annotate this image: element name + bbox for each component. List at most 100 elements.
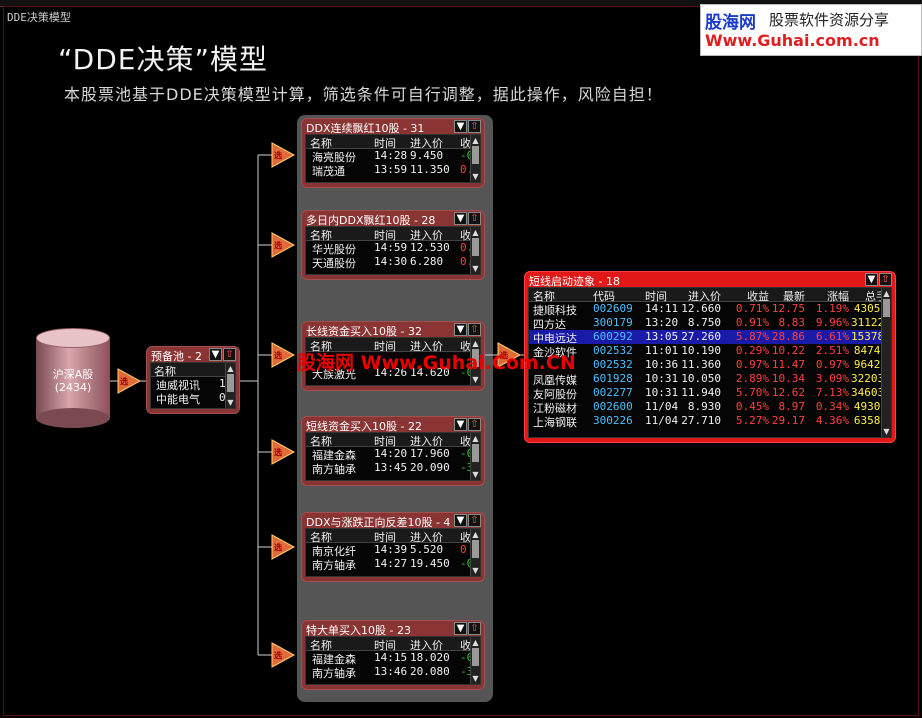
dropdown-icon[interactable]: ▼ xyxy=(454,323,467,336)
scroll-down-icon[interactable]: ▼ xyxy=(472,264,479,273)
up-arrow-icon[interactable]: ⇧ xyxy=(468,514,481,527)
scroll-up-icon[interactable]: ▲ xyxy=(472,530,479,539)
scrollbar-thumb[interactable] xyxy=(227,374,234,392)
scroll-down-icon[interactable]: ▼ xyxy=(883,427,890,436)
scrollbar-thumb[interactable] xyxy=(472,444,479,462)
panel-table[interactable]: 名称时间进入价收福建金森14:2017.960-0.南方轴承13:4520.09… xyxy=(305,432,481,481)
column-header: 进入价 xyxy=(410,435,443,448)
dropdown-icon[interactable]: ▼ xyxy=(454,212,467,225)
scrollbar-thumb[interactable] xyxy=(472,349,479,367)
scroll-up-icon[interactable]: ▲ xyxy=(227,364,234,373)
dropdown-icon[interactable]: ▼ xyxy=(454,418,467,431)
scroll-down-icon[interactable]: ▼ xyxy=(472,172,479,181)
scroll-up-icon[interactable]: ▲ xyxy=(472,434,479,443)
dropdown-icon[interactable]: ▼ xyxy=(865,273,878,286)
vertical-scrollbar[interactable]: ▲▼ xyxy=(470,338,480,385)
dropdown-icon[interactable]: ▼ xyxy=(454,120,467,133)
volume-cell: 49309 xyxy=(853,400,887,413)
up-arrow-icon[interactable]: ⇧ xyxy=(468,323,481,336)
scroll-up-icon[interactable]: ▲ xyxy=(472,638,479,647)
vertical-scrollbar[interactable]: ▲▼ xyxy=(225,363,235,408)
up-arrow-icon[interactable]: ⇧ xyxy=(468,622,481,635)
scrollbar-thumb[interactable] xyxy=(472,648,479,666)
up-arrow-icon[interactable]: ⇧ xyxy=(879,273,892,286)
scrollbar-thumb[interactable] xyxy=(472,540,479,558)
panel-table[interactable]: 名称时间进入价收南京化纤14:395.5200南方轴承14:2719.450-0… xyxy=(305,528,481,577)
scroll-down-icon[interactable]: ▼ xyxy=(472,674,479,683)
stock-name: 南方轴承 xyxy=(312,559,356,572)
dropdown-icon[interactable]: ▼ xyxy=(209,348,222,361)
scroll-up-icon[interactable]: ▲ xyxy=(472,339,479,348)
flow-label: 选 xyxy=(274,351,282,360)
stock-value: 1 xyxy=(219,377,226,390)
scrollbar-thumb[interactable] xyxy=(472,146,479,164)
dropdown-icon[interactable]: ▼ xyxy=(454,514,467,527)
gain-cell: 0.97% xyxy=(735,358,769,371)
flow-label: 选 xyxy=(274,448,282,457)
scroll-down-icon[interactable]: ▼ xyxy=(472,375,479,384)
vertical-scrollbar[interactable]: ▲▼ xyxy=(470,637,480,684)
up-arrow-icon[interactable]: ⇧ xyxy=(468,212,481,225)
dropdown-icon[interactable]: ▼ xyxy=(454,622,467,635)
change-cell: 1.19% xyxy=(815,302,849,315)
scroll-down-icon[interactable]: ▼ xyxy=(472,470,479,479)
up-arrow-icon[interactable]: ⇧ xyxy=(468,418,481,431)
market-database-icon[interactable]: 沪深A股 (2434) xyxy=(36,328,110,428)
time-cell: 11/04 xyxy=(645,400,679,413)
up-arrow-icon[interactable]: ⇧ xyxy=(468,120,481,133)
column-header: 名称 xyxy=(310,137,332,150)
vertical-scrollbar[interactable]: ▲▼ xyxy=(470,135,480,182)
scroll-up-icon[interactable]: ▲ xyxy=(472,136,479,145)
scroll-down-icon[interactable]: ▼ xyxy=(227,398,234,407)
vertical-scrollbar[interactable]: ▲▼ xyxy=(881,288,891,437)
vertical-scrollbar[interactable]: ▲▼ xyxy=(470,433,480,480)
scrollbar-thumb[interactable] xyxy=(472,238,479,256)
stock-name: 捷顺科技 xyxy=(533,304,577,317)
up-arrow-icon[interactable]: ⇧ xyxy=(223,348,236,361)
scroll-up-icon[interactable]: ▲ xyxy=(472,228,479,237)
scroll-up-icon[interactable]: ▲ xyxy=(883,289,890,298)
scrollbar-thumb[interactable] xyxy=(883,299,890,317)
vertical-scrollbar[interactable]: ▲▼ xyxy=(470,227,480,274)
vertical-scrollbar[interactable]: ▲▼ xyxy=(470,529,480,576)
panel-table[interactable]: 名称时间进入价收海亮股份14:289.450-0.瑞茂通13:5911.3500… xyxy=(305,134,481,183)
scroll-down-icon[interactable]: ▼ xyxy=(472,566,479,575)
gain-cell: 0.91% xyxy=(735,316,769,329)
column-header: 涨幅 xyxy=(827,290,849,303)
